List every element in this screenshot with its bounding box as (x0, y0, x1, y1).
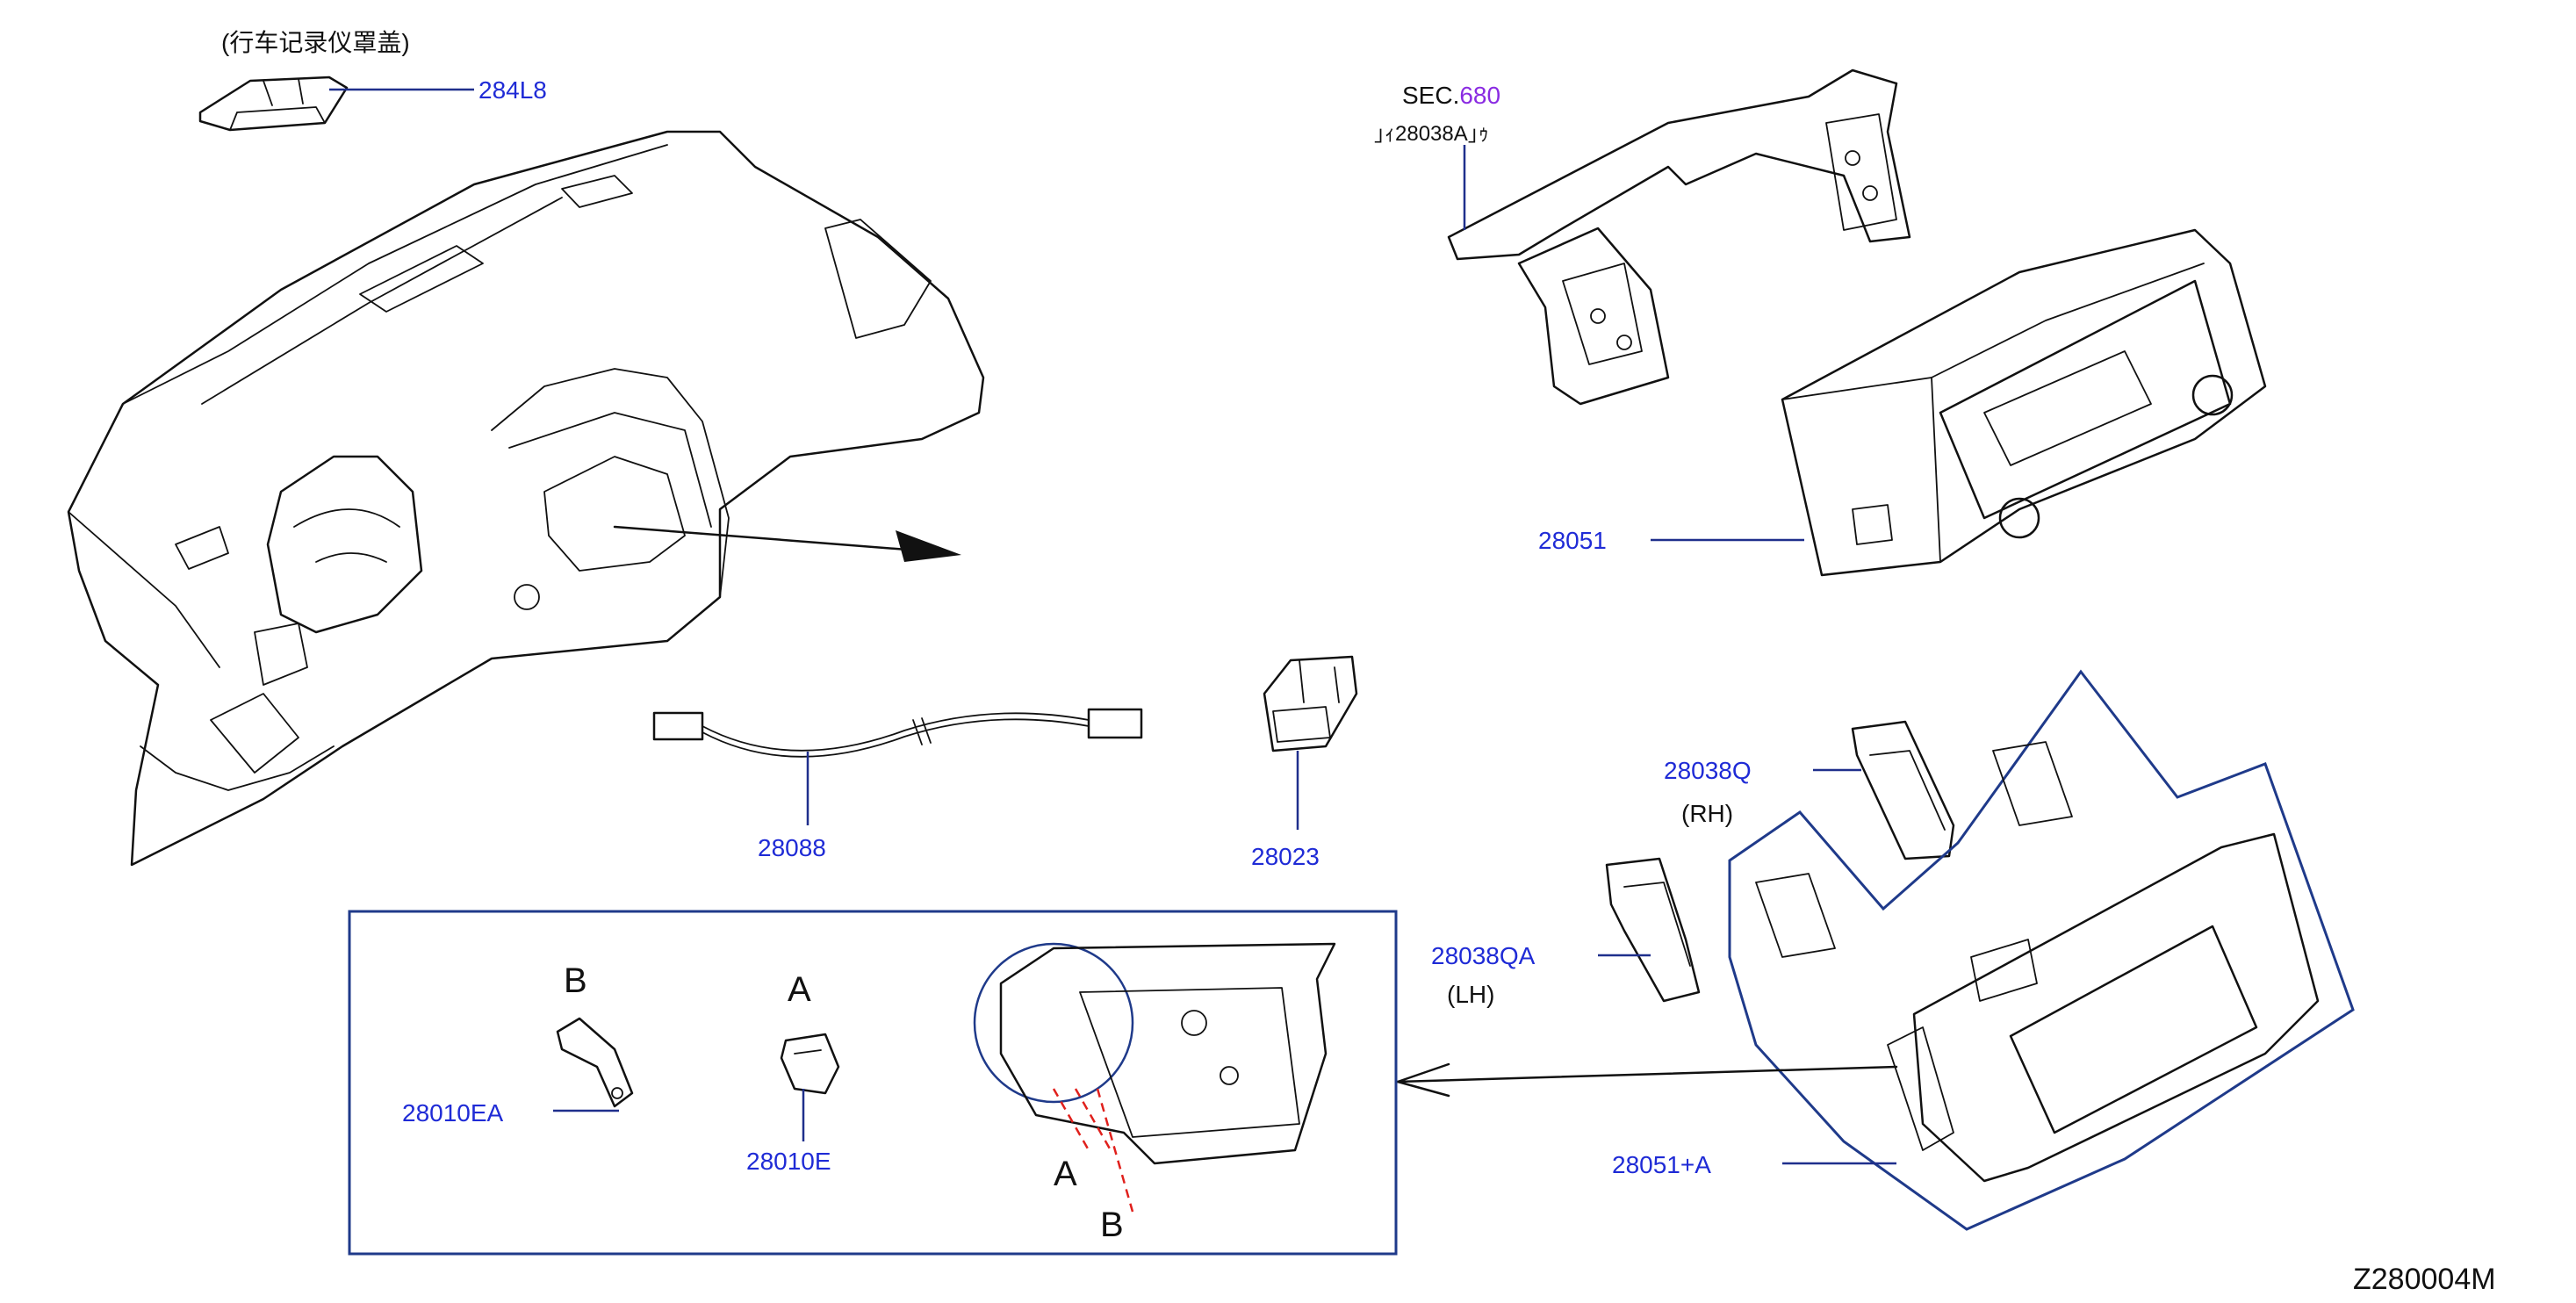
mounting-bracket (1447, 68, 1911, 406)
label-28038Q: 28038Q (1664, 757, 1752, 784)
sec-reference: SEC.680 (1402, 82, 1500, 109)
label-28051A: 28051+A (1612, 1151, 1711, 1178)
label-28038QA: 28038QA (1431, 942, 1536, 969)
sec-part-ref: ｣ｨ28038A｣ｩ (1374, 122, 1489, 146)
label-rh: (RH) (1681, 800, 1733, 827)
callout-b-top: B (564, 961, 587, 1000)
dash-cover-part (198, 76, 349, 132)
diagram-code: Z280004M (2353, 1263, 2496, 1296)
instrument-panel (67, 130, 985, 867)
detail-frame (348, 910, 1398, 1256)
audio-unit (1781, 228, 2267, 577)
label-28023: 28023 (1251, 843, 1320, 870)
callout-a-bottom: A (1054, 1155, 1077, 1193)
label-284L8: 284L8 (479, 76, 547, 104)
label-28010EA: 28010EA (402, 1099, 504, 1127)
callout-a-top: A (788, 970, 811, 1009)
reference-arrowhead (1396, 1062, 1450, 1098)
bracket-rh (1851, 720, 1955, 860)
antenna-cable (652, 708, 1143, 758)
sec-prefix: SEC. (1402, 82, 1459, 109)
reference-arrow (1396, 1065, 1898, 1083)
label-28051: 28051 (1538, 527, 1607, 554)
display-unit (1755, 741, 2320, 1183)
clip-a (780, 1033, 840, 1095)
bracket-lh (1605, 857, 1701, 1003)
label-lh: (LH) (1447, 981, 1494, 1008)
label-28010E: 28010E (746, 1148, 831, 1175)
label-28088: 28088 (758, 834, 826, 861)
clip-b (556, 1017, 634, 1108)
unit-rear-view (973, 942, 1336, 1213)
assembly-outline (1728, 669, 2355, 1231)
sec-number: 680 (1459, 82, 1500, 109)
cover-note: (行车记录仪罩盖) (221, 29, 410, 56)
callout-b-bottom: B (1100, 1206, 1124, 1244)
usb-unit (1263, 655, 1358, 752)
pointer-arrowhead (896, 530, 961, 562)
pointer-arrow-line (613, 525, 954, 555)
